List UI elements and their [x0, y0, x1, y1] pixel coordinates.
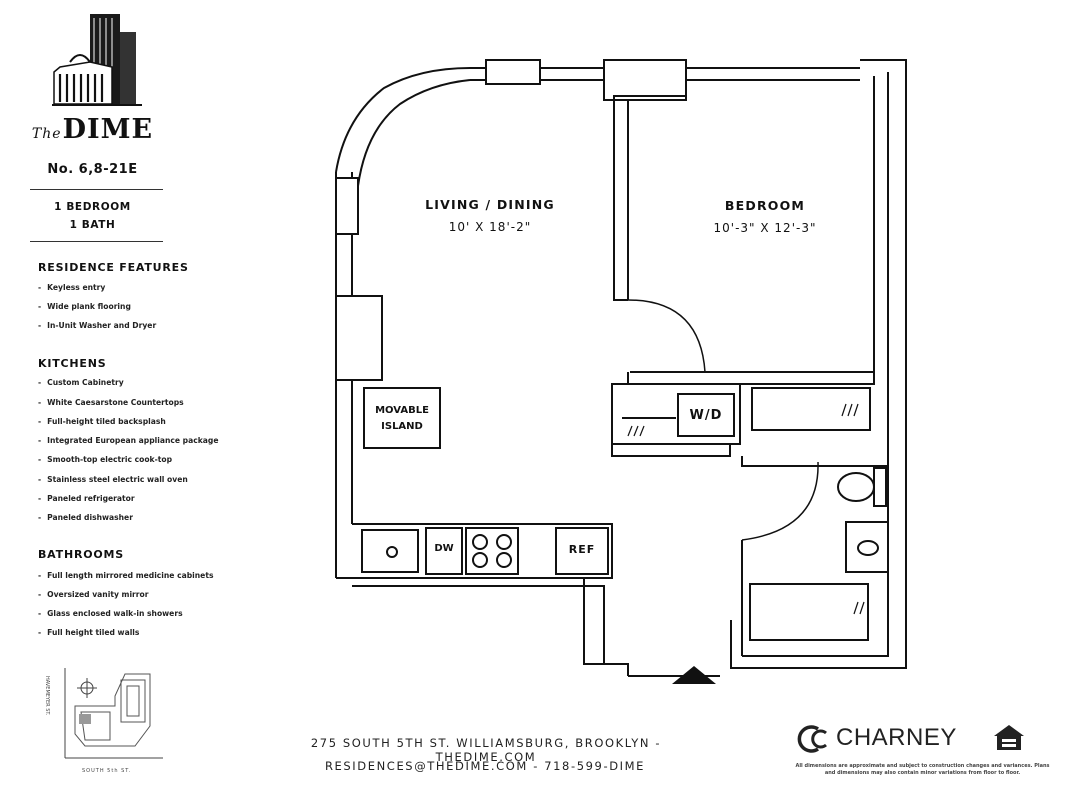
- room-dims-living: 10' X 18'-2": [448, 220, 532, 234]
- street-label-havemeyer: HAVEMEYER ST.: [44, 676, 50, 716]
- feature-item: Integrated European appliance package: [38, 436, 218, 445]
- feature-item: Full-height tiled backsplash: [38, 417, 166, 426]
- feature-item: Custom Cabinetry: [38, 378, 124, 387]
- feature-item: Stainless steel electric wall oven: [38, 475, 188, 484]
- feature-item: In-Unit Washer and Dryer: [38, 321, 156, 330]
- address-line: 275 SOUTH 5TH ST. WILLIAMSBURG, BROOKLYN…: [310, 736, 662, 764]
- disclaimer-text: All dimensions are approximate and subje…: [795, 763, 1050, 776]
- section-heading-kitchens: KITCHENS: [38, 357, 107, 370]
- feature-item: Oversized vanity mirror: [38, 590, 148, 599]
- island-line-2: ISLAND: [381, 421, 423, 432]
- feature-item: Full length mirrored medicine cabinets: [38, 571, 213, 580]
- unit-highlight: [79, 714, 91, 724]
- charney-logo-mark: [797, 725, 827, 753]
- room-dims-bedroom: 10'-3" X 12'-3": [713, 221, 817, 235]
- street-label-south-5th: SOUTH 5th ST.: [82, 768, 132, 774]
- dime-building-logo: [52, 14, 142, 106]
- key-plan-map: [64, 668, 163, 759]
- divider: [30, 241, 163, 242]
- brand-the: The: [31, 126, 62, 142]
- feature-item: Wide plank flooring: [38, 302, 131, 311]
- equal-housing-icon: [994, 725, 1024, 750]
- entry-arrow: [672, 666, 716, 684]
- refrigerator-label: REF: [568, 543, 596, 556]
- feature-item: White Caesarstone Countertops: [38, 398, 184, 407]
- washer-dryer-label: W/D: [689, 408, 723, 423]
- feature-item: Glass enclosed walk-in showers: [38, 609, 182, 618]
- feature-item: Smooth-top electric cook-top: [38, 455, 172, 464]
- divider: [30, 189, 163, 190]
- room-name-bedroom: BEDROOM: [724, 198, 806, 213]
- movable-island-label: MOVABLE ISLAND: [364, 403, 440, 435]
- section-heading-residence: RESIDENCE FEATURES: [38, 261, 189, 274]
- bath-count: 1 BATH: [69, 219, 116, 231]
- section-heading-bathrooms: BATHROOMS: [38, 548, 124, 561]
- contact-line: RESIDENCES@THEDIME.COM - 718-599-DIME: [324, 759, 646, 773]
- feature-item: Paneled refrigerator: [38, 494, 134, 503]
- developer-name: CHARNEY: [836, 724, 957, 751]
- room-name-living: LIVING / DINING: [425, 197, 555, 212]
- dishwasher-label: DW: [434, 543, 454, 554]
- feature-item: Full height tiled walls: [38, 628, 139, 637]
- island-line-1: MOVABLE: [375, 405, 429, 416]
- brand-name: DIME: [62, 114, 154, 145]
- dime-wordmark: TheDIME: [30, 114, 155, 145]
- feature-item: Paneled dishwasher: [38, 513, 133, 522]
- unit-number: No. 6,8-21E: [47, 162, 138, 177]
- feature-item: Keyless entry: [38, 283, 105, 292]
- bedroom-count: 1 BEDROOM: [54, 201, 131, 213]
